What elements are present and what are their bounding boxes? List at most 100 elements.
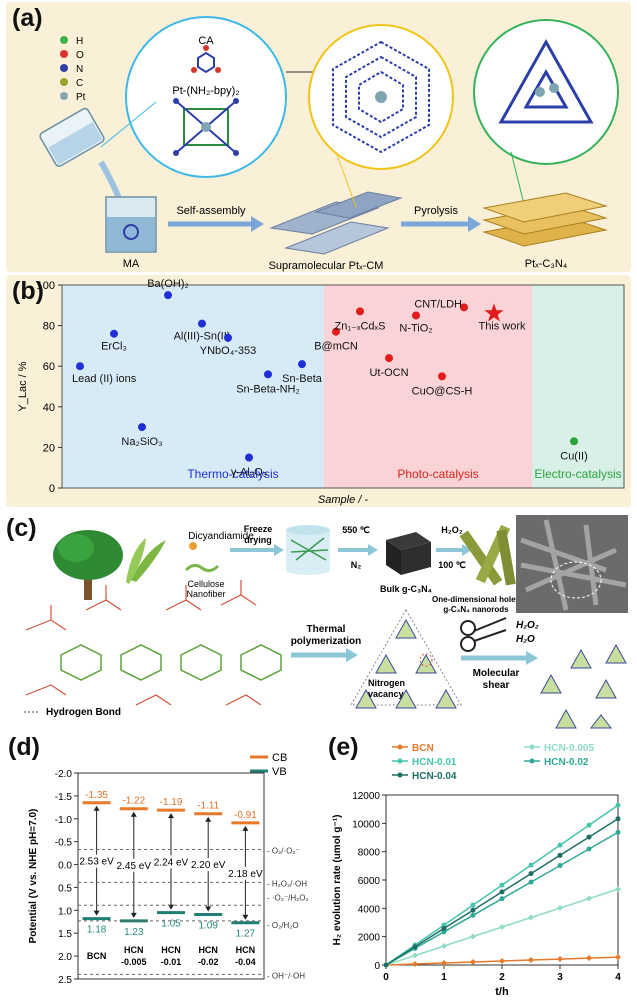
cb-value: -1.19 <box>160 797 183 808</box>
x-tick-label: 0 <box>383 972 389 983</box>
point-dot <box>76 362 84 371</box>
point-dot <box>138 423 146 432</box>
point-label: γ-Al₂O₃ <box>231 467 267 479</box>
series-marker <box>528 879 534 885</box>
vb-value: 1.23 <box>124 927 144 938</box>
legend-marker <box>529 758 535 764</box>
series-marker <box>499 889 505 895</box>
gap-value: 2.45 eV <box>117 861 152 872</box>
y-tick-label: 0.5 <box>58 883 72 894</box>
molecular-label-1: Molecular <box>473 668 520 679</box>
series-marker <box>586 846 592 852</box>
y-tick-label: 60 <box>43 361 55 373</box>
point-dot <box>198 319 206 328</box>
legend-label-c: C <box>76 78 83 89</box>
temp-550-label: 550 ℃ <box>342 525 370 535</box>
series-marker <box>586 895 592 902</box>
sample-name: HCN <box>161 945 181 955</box>
point-dot <box>570 437 578 446</box>
y-tick-label: 2000 <box>358 933 381 944</box>
y-axis-label: Y_Lac / % <box>17 361 29 411</box>
triazine-network <box>498 38 594 124</box>
plant-icon <box>131 540 166 582</box>
point-label: B@mCN <box>314 341 358 353</box>
nitrogen-label-1: Nitrogen <box>368 678 405 688</box>
freeze-label-2: drying <box>244 535 272 545</box>
y-tick-label: 4000 <box>358 904 381 915</box>
band-structure-chart: -2.0-1.5-1.0-0.50.00.51.01.52.02.5Potent… <box>28 752 309 986</box>
legend-dot-o <box>60 50 68 58</box>
supramolecular-label: Supramolecular Ptₓ-CM <box>269 260 384 272</box>
y-tick-label: 0.0 <box>58 861 72 872</box>
point-dot <box>245 453 253 462</box>
series-marker <box>586 955 592 962</box>
point-dot <box>356 307 364 316</box>
series-marker <box>499 882 505 888</box>
fragmented-sheets <box>540 643 627 729</box>
y-tick-label: 0 <box>49 483 55 495</box>
x-tick-label: 3 <box>557 972 563 983</box>
band-frame <box>77 772 265 980</box>
series-marker <box>412 952 418 959</box>
gap-value: 2.18 eV <box>228 869 263 880</box>
sample-name: HCN <box>124 945 144 955</box>
point-label: Cu(II) <box>560 450 588 462</box>
sample-name-suffix: -0.04 <box>235 957 256 967</box>
h2o2-top-label: H₂O₂ <box>441 525 463 535</box>
sample-name-suffix: -0.005 <box>121 957 147 967</box>
gap-value: 2.24 eV <box>154 857 189 868</box>
legend-label-o: O <box>76 50 84 61</box>
series-marker <box>615 802 621 808</box>
cellulose-structure <box>60 644 282 681</box>
plot-frame <box>385 794 619 966</box>
series-marker <box>470 907 476 913</box>
plot-frame <box>61 284 625 489</box>
point-dot <box>332 327 340 336</box>
thermal-label-2: polymerization <box>291 636 362 647</box>
y-tick-label: -1.0 <box>55 815 73 826</box>
ca-label: CA <box>198 35 214 47</box>
point-label: Ba(OH)₂ <box>147 278 189 290</box>
point-dot <box>164 291 172 300</box>
series-marker <box>557 852 563 858</box>
sem-image <box>516 515 628 613</box>
cb-value: -0.91 <box>234 810 257 821</box>
point-label: This work <box>478 320 526 332</box>
pouring-beaker <box>39 107 105 167</box>
series-marker <box>412 961 418 968</box>
point-label: N-TiO₂ <box>399 322 432 334</box>
legend-marker <box>397 744 403 750</box>
panel-d-label: (d) <box>8 733 40 761</box>
panel-a-label: (a) <box>12 4 43 32</box>
thermo-region <box>62 285 324 488</box>
electro-region <box>532 285 624 488</box>
x-tick-label: 1 <box>441 972 447 983</box>
sample-name: HCN <box>198 945 218 955</box>
y-tick-label: 2.5 <box>58 975 72 986</box>
n2-label: N₂ <box>351 560 362 570</box>
legend-dot-pt <box>60 92 68 100</box>
series-marker <box>557 842 563 848</box>
series-marker <box>470 912 476 918</box>
y-tick-label: 0 <box>374 961 380 972</box>
vb-value: 1.18 <box>87 925 107 936</box>
point-star <box>484 303 504 322</box>
point-label: ErCl₃ <box>101 341 127 353</box>
series-marker <box>499 896 505 902</box>
vb-value: 1.27 <box>236 929 256 940</box>
series-marker <box>615 954 621 961</box>
series-marker <box>557 863 563 869</box>
cellulose-label-2: Nanofiber <box>186 589 225 599</box>
sample-name-suffix: -0.01 <box>161 957 182 967</box>
cb-value: -1.35 <box>85 790 108 801</box>
series-marker <box>615 886 621 893</box>
legend-label-n: N <box>76 64 83 75</box>
y-tick-label: -0.5 <box>55 838 73 849</box>
point-label: Al(III)-Sn(II) <box>174 331 231 343</box>
dicyandiamide-dot <box>189 542 197 550</box>
product-label: Ptₓ-C₃N₄ <box>525 258 568 270</box>
series-marker <box>557 905 563 912</box>
